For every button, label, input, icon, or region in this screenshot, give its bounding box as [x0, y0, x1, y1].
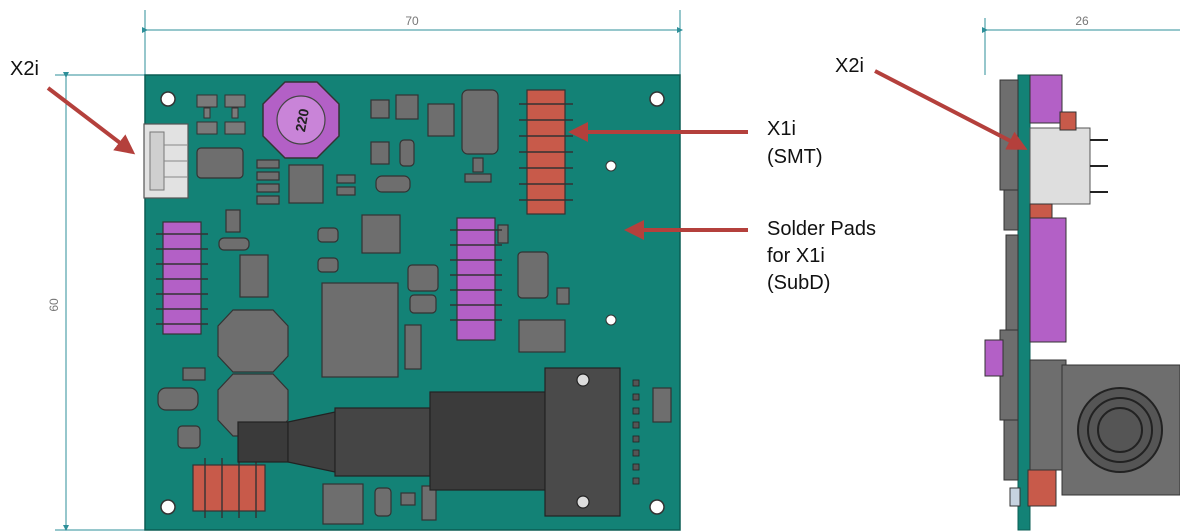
width-dimension: 70	[142, 10, 683, 75]
pad-hole-1	[605, 160, 617, 172]
purple-connector-middle	[450, 217, 502, 341]
label-x1i: X1i	[767, 118, 796, 140]
arrow-x2i-front	[46, 86, 136, 155]
label-solder-pads: Solder Pads	[767, 218, 876, 240]
pcb-side-view	[984, 74, 1180, 531]
mounting-hole-tl	[160, 91, 176, 107]
height-dimension-label: 60	[47, 298, 61, 312]
mounting-hole-bl	[160, 499, 176, 515]
side-width-dimension: 26	[982, 14, 1180, 75]
side-red-parts	[1027, 111, 1077, 507]
inductor-label: 220	[292, 107, 312, 133]
purple-connector-left	[156, 221, 208, 335]
label-for-x1i: for X1i	[767, 245, 825, 267]
solder-pad-strip	[632, 379, 640, 485]
side-purple-parts	[984, 74, 1067, 377]
width-dimension-label: 70	[405, 14, 419, 28]
cable-assembly	[237, 367, 621, 517]
side-width-dimension-label: 26	[1075, 14, 1089, 28]
side-x2i-connector	[1029, 127, 1108, 205]
height-dimension: 60	[47, 72, 145, 531]
pad-hole-2	[605, 314, 617, 326]
arrow-x2i-side	[874, 69, 1028, 150]
pcb-front-view: 220	[143, 74, 681, 531]
label-subd: (SubD)	[767, 272, 830, 294]
red-connector-bottom	[192, 458, 266, 518]
capacitor-cluster	[196, 94, 246, 135]
inductor: 220	[262, 81, 340, 159]
mounting-hole-tr	[649, 91, 665, 107]
label-x1i-smt: (SMT)	[767, 146, 823, 168]
x1i-smt-connector	[519, 89, 573, 215]
mounting-hole-br	[649, 499, 665, 515]
label-x2i-side: X2i	[835, 55, 864, 77]
label-x2i-front: X2i	[10, 58, 39, 80]
side-lens	[1077, 387, 1163, 473]
smd-components	[157, 89, 672, 525]
x2i-connector	[143, 123, 189, 199]
side-board	[1017, 74, 1031, 531]
callout-arrows	[46, 69, 1028, 240]
